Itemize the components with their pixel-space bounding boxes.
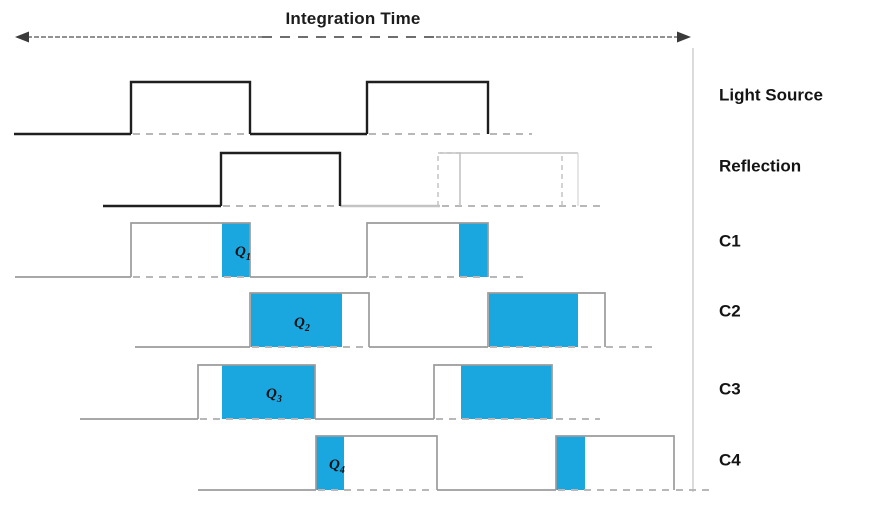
row-label-c4: C4	[719, 450, 741, 470]
integration-time-title: Integration Time	[285, 9, 421, 28]
c2-pulse	[249, 292, 370, 347]
c1-charge-region	[459, 223, 488, 277]
c4-charge-region	[316, 436, 344, 490]
c1-charge-region	[222, 223, 250, 277]
c2-charge-label: Q2	[294, 315, 310, 334]
reflection-pulse	[219, 151, 342, 206]
c1-charge-label: Q1	[235, 244, 251, 263]
row-label-c1: C1	[719, 231, 741, 251]
row-label-light-source: Light Source	[719, 85, 823, 105]
c4-pulse	[555, 435, 675, 490]
c3-pulse	[197, 364, 316, 419]
c4-pulse	[315, 435, 438, 490]
c3-charge-region	[461, 365, 552, 419]
c3-charge-region	[222, 365, 315, 419]
c3-charge-label: Q3	[266, 386, 282, 405]
row-label-reflection: Reflection	[719, 156, 802, 176]
c3-pulse	[433, 364, 553, 419]
c4-charge-label: Q4	[329, 457, 345, 476]
c2-pulse	[487, 292, 606, 347]
row-label-c2: C2	[719, 301, 741, 321]
arrow-head-right-icon	[677, 31, 691, 43]
c1-pulse	[130, 222, 251, 277]
arrow-head-left-icon	[15, 31, 29, 43]
light-source-pulse	[365, 80, 490, 134]
c2-charge-region	[489, 293, 578, 347]
c4-charge-region	[556, 436, 585, 490]
c2-charge-region	[251, 293, 342, 347]
row-label-c3: C3	[719, 379, 741, 399]
c1-pulse	[366, 222, 489, 277]
light-source-pulse	[129, 80, 252, 134]
